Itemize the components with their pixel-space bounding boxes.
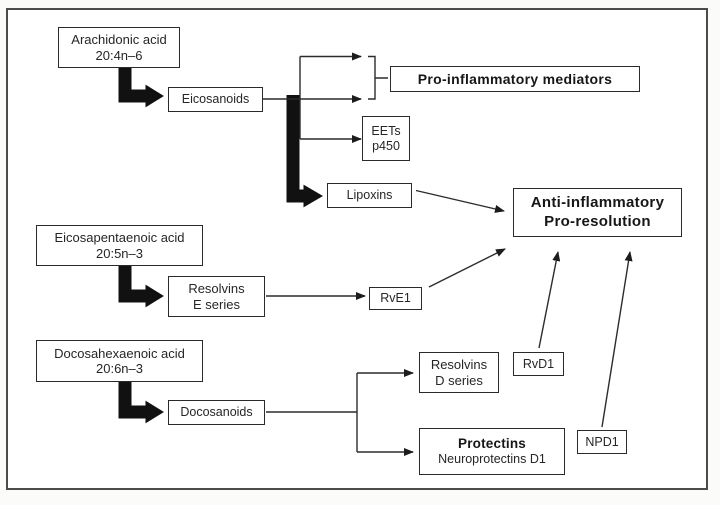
- node-label-line2: D series: [435, 372, 483, 388]
- node-label-line2: 20:4n–6: [95, 47, 143, 63]
- node-label-line1: Eicosapentaenoic acid: [54, 230, 185, 246]
- node-label: NPD1: [585, 434, 619, 449]
- node-resolvins-e-series: Resolvins E series: [168, 276, 265, 317]
- node-docosanoids: Docosanoids: [168, 400, 265, 425]
- arrow-rvd1-to-anti: [538, 251, 561, 349]
- node-label-line1: Arachidonic acid: [71, 32, 167, 48]
- node-lipoxins: Lipoxins: [327, 183, 412, 208]
- node-label: Docosanoids: [180, 405, 253, 420]
- node-pro-inflammatory-mediators: Pro-inflammatory mediators: [390, 66, 640, 92]
- node-label-line1: EETs: [371, 123, 401, 138]
- node-label-line2: 20:6n–3: [96, 361, 143, 376]
- node-label: Pro-inflammatory mediators: [417, 70, 613, 87]
- thick-arrow-docosahexaenoic-to-docosanoids: [118, 382, 164, 424]
- node-label-line1: Anti-inflammatory: [530, 193, 665, 211]
- node-label: Lipoxins: [346, 188, 393, 203]
- node-label: Eicosanoids: [181, 92, 250, 107]
- thick-arrow-arachidonic-to-eicosanoids: [118, 68, 164, 108]
- node-label-line1: Resolvins: [430, 357, 488, 373]
- node-label: RvD1: [522, 356, 555, 371]
- node-label-line1: Docosahexaenoic acid: [54, 345, 185, 361]
- node-eets-p450: EETs p450: [362, 116, 410, 161]
- node-label-line1: Protectins: [457, 436, 527, 452]
- arrow-lipoxins-to-anti: [415, 189, 505, 213]
- node-rvd1: RvD1: [513, 352, 564, 376]
- bracket-pro-inflammatory: [368, 55, 388, 100]
- node-label: RvE1: [380, 291, 411, 306]
- node-label-line2: Pro-resolution: [544, 212, 651, 230]
- node-arachidonic-acid: Arachidonic acid 20:4n–6: [58, 27, 180, 68]
- thin-arrows: [263, 52, 633, 456]
- arrow-rve1-to-anti: [428, 248, 506, 288]
- node-docosahexaenoic-acid: Docosahexaenoic acid 20:6n–3: [36, 340, 203, 382]
- node-anti-inflammatory-pro-resolution: Anti-inflammatory Pro-resolution: [513, 188, 682, 237]
- node-eicosapentaenoic-acid: Eicosapentaenoic acid 20:5n–3: [36, 225, 203, 266]
- node-eicosanoids: Eicosanoids: [168, 87, 263, 112]
- node-label-line2: 20:5n–3: [96, 245, 143, 261]
- node-label-line2: Neuroprotectins D1: [438, 452, 546, 467]
- node-protectins: Protectins Neuroprotectins D1: [419, 428, 565, 475]
- node-label-line1: Resolvins: [188, 281, 245, 297]
- node-rve1: RvE1: [369, 287, 422, 310]
- thick-arrow-eicosapentaenoic-to-resolvins-e: [118, 266, 164, 308]
- node-label-line2: p450: [372, 138, 400, 153]
- node-resolvins-d-series: Resolvins D series: [419, 352, 499, 393]
- thick-arrow-eicosanoids-to-lipoxins: [286, 95, 323, 208]
- node-npd1: NPD1: [577, 430, 627, 454]
- node-label-line2: E series: [193, 296, 240, 312]
- arrow-npd1-to-anti: [601, 251, 633, 428]
